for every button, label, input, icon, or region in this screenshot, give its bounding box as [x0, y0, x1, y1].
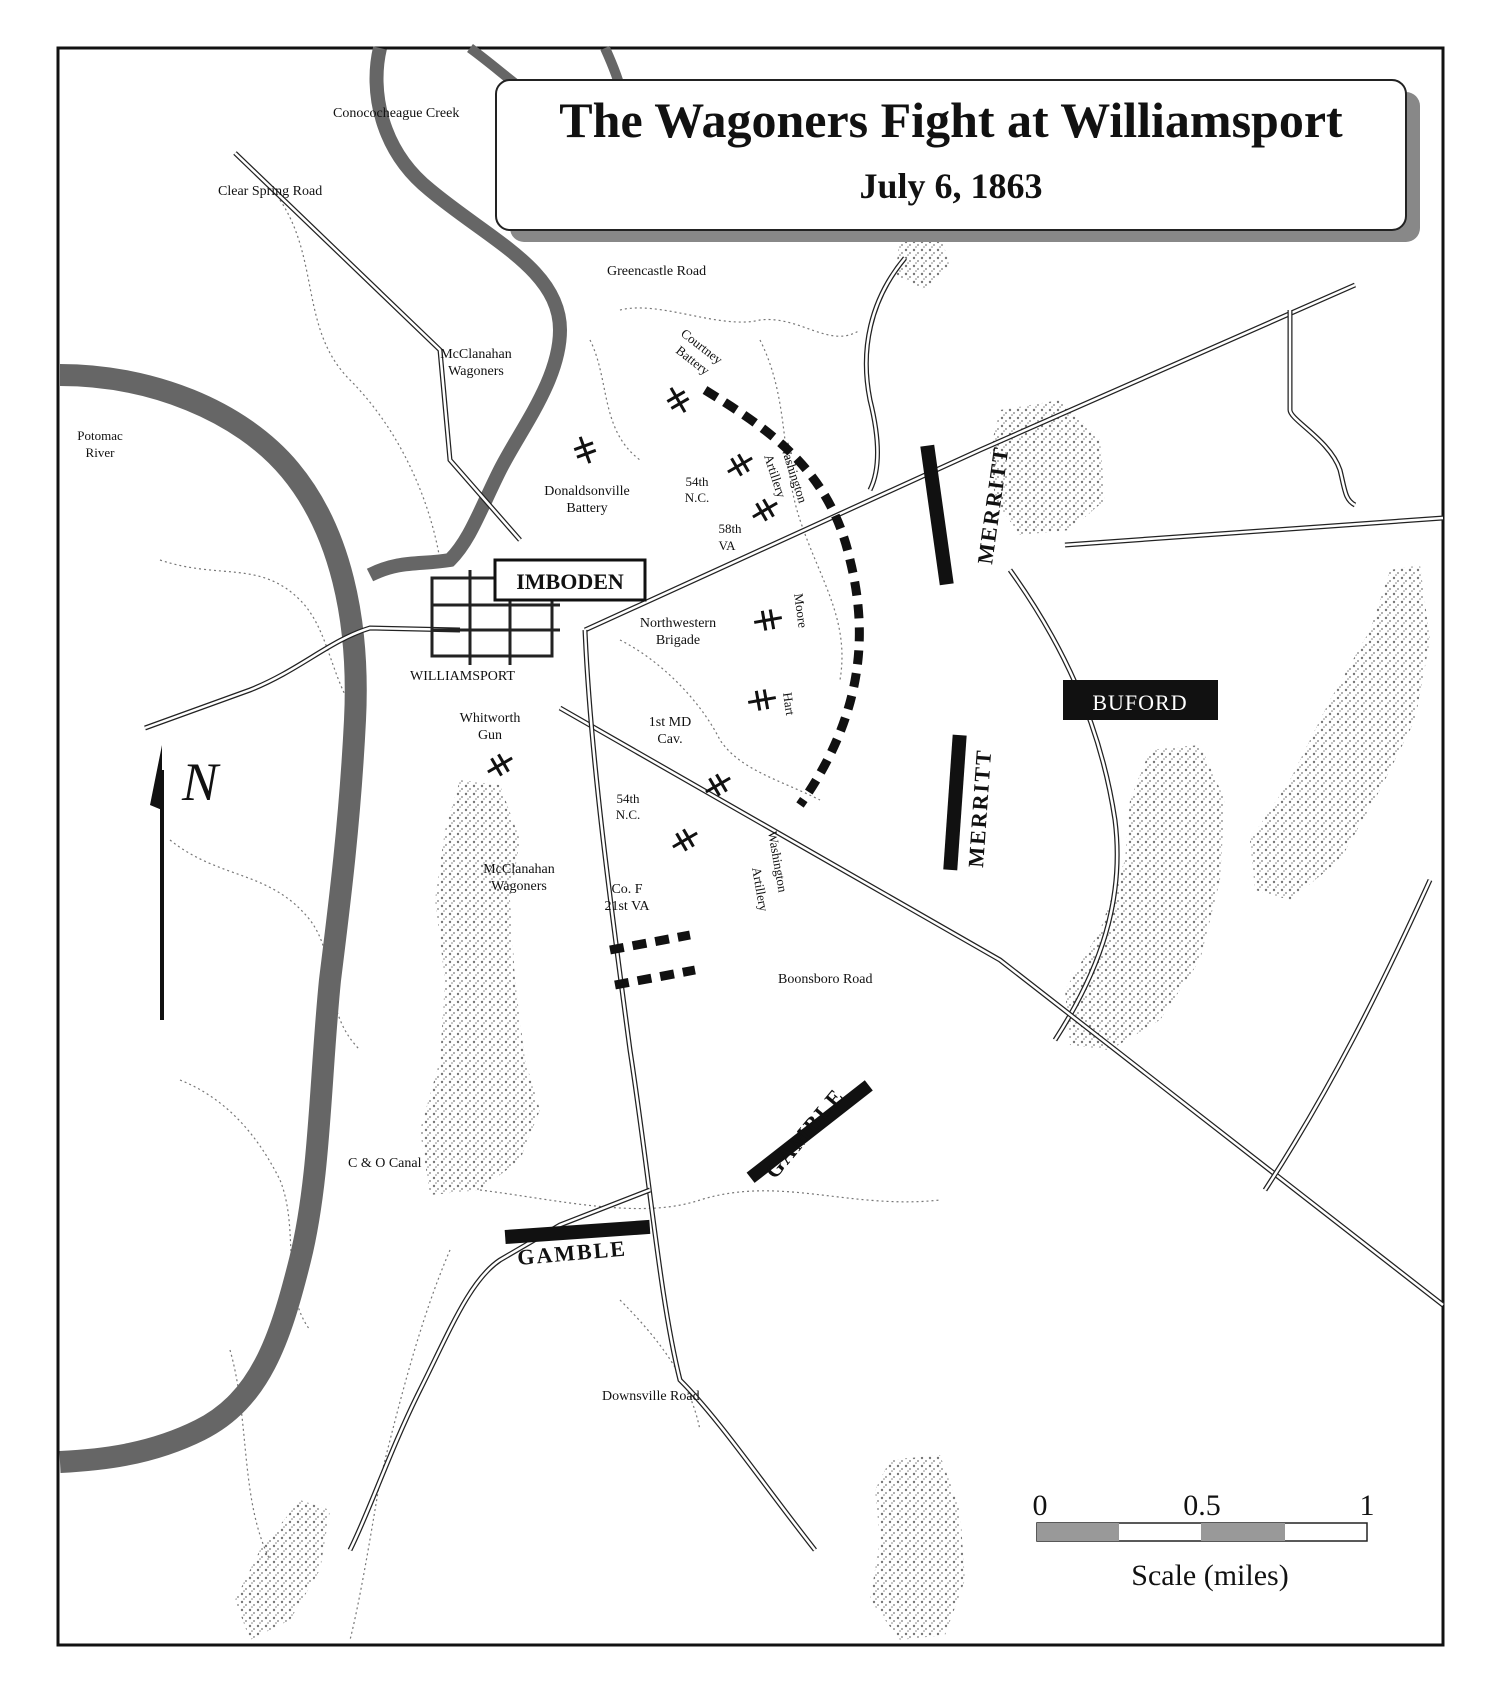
potomac-river — [59, 364, 367, 1473]
north-arrow-letter: N — [181, 752, 221, 812]
stream-9 — [479, 1189, 941, 1210]
title-box-frame — [495, 79, 1407, 231]
label-hart: Hart — [780, 691, 798, 716]
label-1md-2: Cav. — [657, 732, 682, 747]
label-1md-1: 1st MD — [649, 715, 691, 730]
battery-symbol — [666, 387, 690, 413]
gamble-east-bar — [746, 1080, 873, 1183]
williamsport-grid — [430, 570, 560, 665]
label-mcclanahan-2a: McClanahan — [483, 862, 555, 877]
confederate-line-south-1 — [609, 930, 691, 955]
label-58va-1: 58th — [718, 521, 742, 536]
label-co-canal: C & O Canal — [348, 1156, 422, 1171]
scale-tick-0: 0 — [1033, 1489, 1048, 1522]
label-mcclanahan-1b: Wagoners — [448, 364, 504, 379]
label-donaldsonville-2: Battery — [566, 501, 607, 516]
battery-symbols — [487, 387, 783, 852]
scale-seg-1 — [1037, 1523, 1119, 1541]
merritt-south-bar — [943, 734, 967, 871]
label-mcclanahan-1a: McClanahan — [440, 347, 512, 362]
woods-west — [420, 780, 540, 1195]
label-northwestern-2: Brigade — [656, 633, 700, 648]
label-54nc-b2: N.C. — [616, 807, 641, 822]
label-potomac-1: Potomac — [77, 428, 123, 443]
battery-symbol — [487, 753, 513, 777]
north-arrow: N — [150, 745, 221, 1020]
title-box: The Wagoners Fight at Williamsport July … — [495, 79, 1420, 242]
label-williamsport: WILLIAMSPORT — [410, 669, 515, 684]
label-mcclanahan-2b: Wagoners — [491, 879, 547, 894]
scale-tick-1: 1 — [1360, 1489, 1375, 1522]
stream-1 — [279, 199, 441, 561]
battery-symbol — [672, 828, 698, 852]
battery-symbol — [752, 498, 778, 522]
map-title: The Wagoners Fight at Williamsport — [559, 92, 1343, 148]
label-conococheague-creek: Conococheague Creek — [333, 106, 459, 121]
stream-8 — [619, 639, 821, 801]
woods-southwest — [235, 1500, 330, 1640]
conococheague-creek — [366, 46, 568, 582]
buford-label: BUFORD — [1092, 690, 1187, 715]
merritt-north-bar — [920, 444, 954, 586]
scale-seg-3 — [1201, 1523, 1285, 1541]
stream-11 — [229, 1349, 271, 1561]
map-date: July 6, 1863 — [859, 166, 1042, 206]
scale-bar: 0 0.5 1 Scale (miles) — [1033, 1489, 1375, 1592]
label-moore: Moore — [791, 592, 811, 629]
label-boonsboro-road: Boonsboro Road — [778, 972, 873, 987]
stream-10 — [349, 1249, 451, 1641]
confederate-line-curve — [702, 386, 864, 808]
label-northwestern-1: Northwestern — [640, 616, 716, 631]
buford-box — [1063, 680, 1218, 720]
label-cof-1: Co. F — [611, 882, 642, 897]
label-58va-2: VA — [718, 538, 736, 553]
label-whitworth-1: Whitworth — [460, 711, 521, 726]
label-downsville-road: Downsville Road — [602, 1389, 700, 1404]
scale-tick-half: 0.5 — [1183, 1489, 1221, 1522]
label-54nc-a1: 54th — [685, 474, 709, 489]
battery-symbol — [705, 773, 731, 797]
stream-2 — [619, 307, 861, 337]
union-units — [504, 444, 1218, 1245]
imboden-box — [493, 558, 647, 602]
battery-symbol — [747, 689, 777, 711]
gamble-west-bar — [504, 1219, 651, 1245]
imboden-label: IMBODEN — [516, 569, 624, 594]
label-clear-spring-road: Clear Spring Road — [218, 184, 322, 199]
label-potomac-2: River — [86, 445, 116, 460]
battery-symbol — [727, 453, 753, 477]
scale-label: Scale (miles) — [1131, 1559, 1288, 1592]
map-border — [56, 46, 1445, 1647]
label-cof-2: 21st VA — [604, 899, 650, 914]
stream-4 — [759, 339, 843, 681]
woods-east — [1250, 565, 1430, 900]
woods-center-east — [1065, 745, 1225, 1050]
label-greencastle-road: Greencastle Road — [607, 264, 706, 279]
battery-symbol — [573, 436, 597, 464]
confederate-line-south-2 — [614, 965, 696, 990]
battery-symbol — [753, 609, 783, 631]
roads — [144, 151, 1445, 1552]
label-donaldsonville-1: Donaldsonville — [544, 484, 630, 499]
woods-south — [870, 1455, 965, 1640]
woods-north — [895, 235, 950, 290]
label-54nc-a2: N.C. — [685, 490, 710, 505]
stream-3 — [589, 339, 641, 461]
label-whitworth-2: Gun — [478, 728, 502, 743]
label-54nc-b1: 54th — [616, 791, 640, 806]
north-arrow-head — [150, 745, 162, 810]
